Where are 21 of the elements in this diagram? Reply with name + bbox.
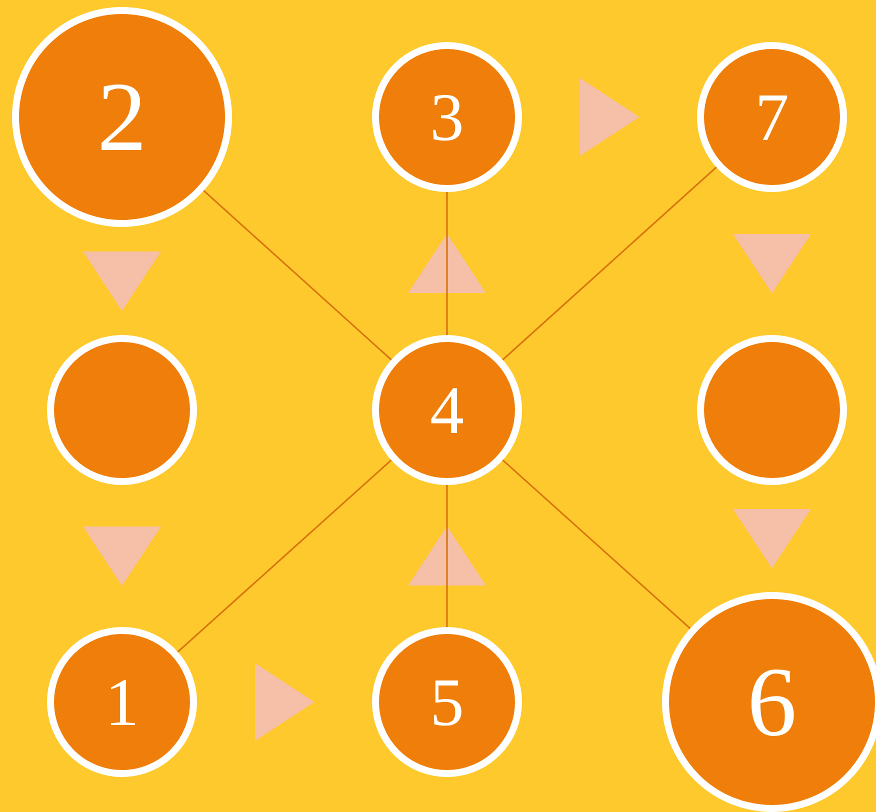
connector-line xyxy=(502,166,717,360)
node-number: 3 xyxy=(430,83,464,151)
node-number: 7 xyxy=(755,83,789,151)
arrow xyxy=(83,252,161,311)
arrow xyxy=(408,234,486,293)
arrow xyxy=(255,663,314,741)
connector-line xyxy=(177,460,392,652)
arrow xyxy=(580,78,640,156)
connector-line xyxy=(203,190,392,360)
connector-line xyxy=(446,485,448,627)
arrow xyxy=(83,526,161,586)
connector-line xyxy=(446,192,448,335)
node-number: 1 xyxy=(105,668,139,736)
node-number: 2 xyxy=(97,68,147,166)
arrow xyxy=(733,234,811,294)
connector-line xyxy=(502,460,691,630)
node-number: 5 xyxy=(430,668,464,736)
arrow xyxy=(733,509,811,568)
node-number: 4 xyxy=(430,376,464,444)
arrow xyxy=(408,526,486,586)
node-number: 6 xyxy=(747,652,797,752)
